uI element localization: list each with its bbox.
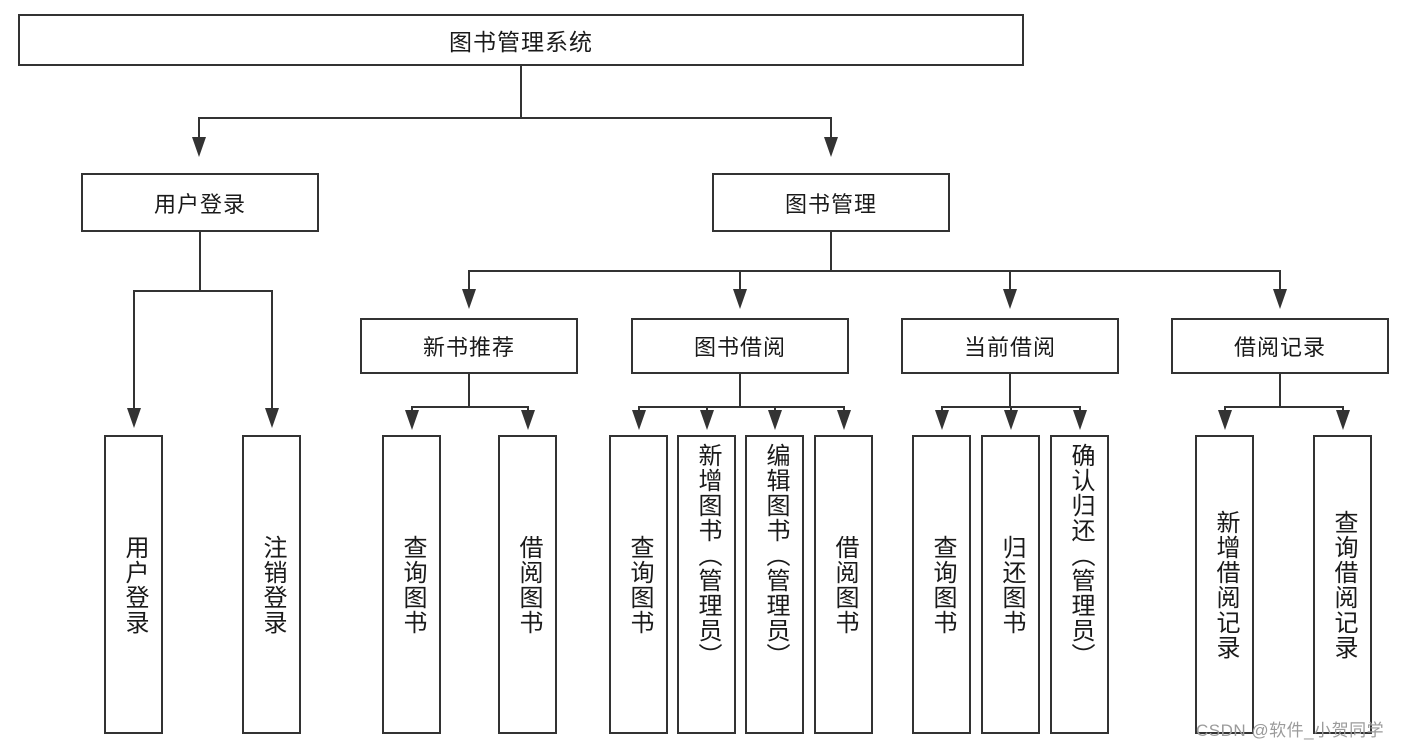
node-label: 图书管理 [784,191,877,217]
arrowhead-leaf-query-book-2 [632,410,646,430]
arrowhead-to-user-login [192,137,206,157]
connector-br-left [1224,406,1226,412]
arrowhead-leaf-add-record [1218,410,1232,430]
connector-book-borrow-stem [739,374,741,408]
connector-to-book-borrow [739,270,741,292]
node-user-login[interactable]: 用户登录 [81,173,319,232]
connector-user-login-bar [133,290,271,292]
connector-user-login-stem [199,232,201,292]
connector-user-login-right [271,290,273,412]
arrowhead-leaf-user-login [127,408,141,428]
node-label: 确认归还（管理员） [1066,443,1094,668]
node-label: 用户登录 [153,191,246,217]
node-leaf-logout-login[interactable]: 注销登录 [242,435,301,734]
node-label: 借阅图书 [830,534,858,635]
connector-borrow-record-bar [1224,406,1342,408]
node-book-borrow[interactable]: 图书借阅 [631,318,849,374]
node-label: 图书借阅 [693,335,786,360]
node-label: 图书管理系统 [449,29,593,55]
connector-to-borrow-record [1279,270,1281,292]
connector-book-management-stem [830,232,832,272]
connector-cb-2 [1010,406,1012,412]
node-label: 归还图书 [997,534,1025,635]
connector-user-login-left [133,290,135,412]
arrowhead-leaf-borrow-book-2 [837,410,851,430]
node-leaf-query-book-2[interactable]: 查询图书 [609,435,668,734]
node-label: 借阅图书 [514,534,542,635]
connector-current-borrow-stem [1009,374,1011,408]
connector-bb-3 [774,406,776,412]
node-leaf-query-book-3[interactable]: 查询图书 [912,435,971,734]
csdn-watermark: CSDN @软件_小贺同学 [1196,721,1385,740]
node-label: 注销登录 [258,534,286,635]
connector-cb-3 [1079,406,1081,412]
node-leaf-add-book[interactable]: 新增图书（管理员） [677,435,736,734]
arrowhead-leaf-borrow-book-1 [521,410,535,430]
connector-nbr-left [411,406,413,412]
connector-root-bar [198,117,832,119]
arrowhead-leaf-edit-book [768,410,782,430]
connector-book-borrow-bar [638,406,843,408]
node-book-management[interactable]: 图书管理 [712,173,950,232]
node-leaf-return-book[interactable]: 归还图书 [981,435,1040,734]
connector-to-new-book-recommend [468,270,470,292]
connector-to-book-management [830,117,832,141]
node-label: 借阅记录 [1233,335,1326,360]
node-label: 用户登录 [120,534,148,635]
connector-bb-4 [843,406,845,412]
arrowhead-leaf-add-book [700,410,714,430]
connector-root-stem [520,66,522,118]
connector-bb-1 [638,406,640,412]
node-leaf-edit-book[interactable]: 编辑图书（管理员） [745,435,804,734]
node-leaf-add-record[interactable]: 新增借阅记录 [1195,435,1254,734]
connector-bb-2 [706,406,708,412]
arrowhead-leaf-logout-login [265,408,279,428]
node-label: 查询图书 [398,534,426,635]
arrowhead-to-borrow-record [1273,289,1287,309]
connector-borrow-record-stem [1279,374,1281,408]
node-leaf-borrow-book-2[interactable]: 借阅图书 [814,435,873,734]
node-label: 新书推荐 [422,335,515,360]
node-label: 新增借阅记录 [1211,509,1239,660]
connector-new-book-recommend-bar [411,406,527,408]
node-new-book-recommend[interactable]: 新书推荐 [360,318,578,374]
connector-to-current-borrow [1009,270,1011,292]
node-label: 查询图书 [928,534,956,635]
arrowhead-leaf-confirm-return [1073,410,1087,430]
connector-to-user-login [198,117,200,141]
arrowhead-leaf-query-book-3 [935,410,949,430]
node-label: 新增图书（管理员） [693,443,721,668]
node-label: 当前借阅 [963,335,1056,360]
node-borrow-record[interactable]: 借阅记录 [1171,318,1389,374]
connector-br-right [1342,406,1344,412]
node-label: 编辑图书（管理员） [761,443,789,668]
arrowhead-leaf-query-book-1 [405,410,419,430]
node-current-borrow[interactable]: 当前借阅 [901,318,1119,374]
node-leaf-query-record[interactable]: 查询借阅记录 [1313,435,1372,734]
connector-book-management-bar [468,270,1279,272]
arrowhead-to-current-borrow [1003,289,1017,309]
connector-new-book-recommend-stem [468,374,470,408]
node-leaf-query-book-1[interactable]: 查询图书 [382,435,441,734]
node-book-management-system[interactable]: 图书管理系统 [18,14,1024,66]
node-label: 查询图书 [625,534,653,635]
arrowhead-to-new-book-recommend [462,289,476,309]
connector-cb-1 [941,406,943,412]
arrowhead-leaf-query-record [1336,410,1350,430]
arrowhead-leaf-return-book [1004,410,1018,430]
node-leaf-user-login[interactable]: 用户登录 [104,435,163,734]
arrowhead-to-book-borrow [733,289,747,309]
arrowhead-to-book-management [824,137,838,157]
node-leaf-borrow-book-1[interactable]: 借阅图书 [498,435,557,734]
node-leaf-confirm-return[interactable]: 确认归还（管理员） [1050,435,1109,734]
node-label: 查询借阅记录 [1329,509,1357,660]
connector-nbr-right [527,406,529,412]
